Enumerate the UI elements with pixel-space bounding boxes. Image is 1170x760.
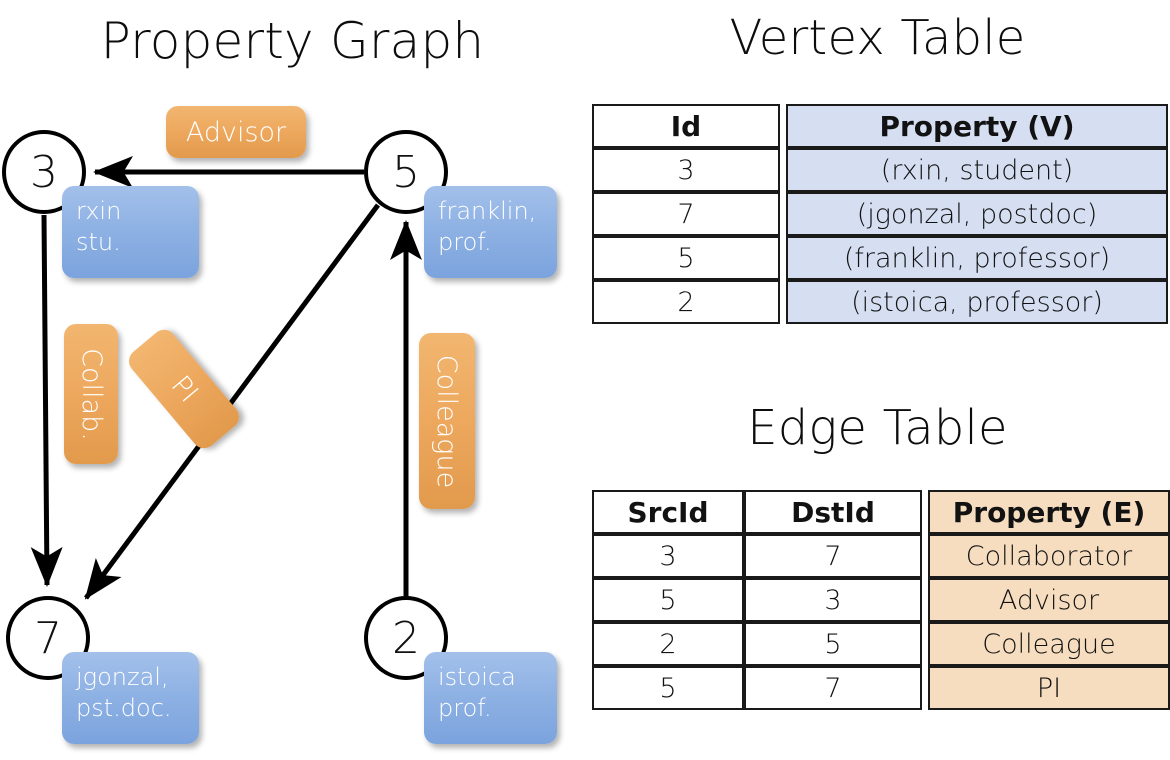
edge-line-collab: [30, 214, 63, 587]
graph-node-5-label: 5: [392, 146, 420, 198]
edge-table-header-row: SrcId DstId Property (E): [592, 490, 1170, 534]
node-property-rxin-line1: rxin: [76, 197, 122, 225]
vertex-table-header-row: Id Property (V): [592, 104, 1168, 148]
vertex-table-row[interactable]: 3 (rxin, student): [592, 148, 1168, 192]
edge-table-cell-property: Advisor: [928, 578, 1170, 622]
node-property-box-franklin[interactable]: franklin, prof.: [424, 186, 557, 278]
edge-table-cell-srcid: 5: [592, 578, 744, 622]
edge-table-row[interactable]: 5 3 Advisor: [592, 578, 1170, 622]
vertex-table-cell-property: (jgonzal, postdoc): [786, 192, 1168, 236]
edge-table-cell-dstid: 5: [744, 622, 922, 666]
edge-label-colleague: Colleague: [431, 354, 463, 488]
node-property-jgonzal-line1: jgonzal,: [76, 663, 169, 691]
node-property-franklin-line1: franklin,: [438, 197, 537, 225]
page-title-property-graph: Property Graph: [100, 12, 485, 70]
vertex-table-cell-id: 2: [592, 280, 780, 324]
edge-table-cell-property: PI: [928, 666, 1170, 710]
node-property-istoica-line2: prof.: [438, 693, 492, 722]
graph-node-2[interactable]: 2: [364, 596, 448, 680]
node-property-jgonzal-line2: pst.doc.: [76, 693, 172, 722]
vertex-table-header-id: Id: [592, 104, 780, 148]
edge-table-header-srcid: SrcId: [592, 490, 744, 534]
property-graph-diagram: 3 5 7 2 rxin stu. franklin, prof. jgonza…: [2, 106, 557, 744]
vertex-table-header-property: Property (V): [786, 104, 1168, 148]
edge-table-cell-property: Colleague: [928, 622, 1170, 666]
vertex-table-row[interactable]: 7 (jgonzal, postdoc): [592, 192, 1168, 236]
node-property-box-istoica[interactable]: istoica prof.: [424, 652, 557, 744]
graph-node-2-label: 2: [392, 612, 420, 664]
edge-label-advisor: Advisor: [185, 116, 287, 148]
vertex-table-cell-property: (rxin, student): [786, 148, 1168, 192]
edge-label-box-collab[interactable]: Collab.: [64, 324, 118, 464]
node-property-box-rxin[interactable]: rxin stu.: [62, 186, 199, 278]
edge-table: SrcId DstId Property (E) 3 7 Collaborato…: [592, 490, 1170, 710]
vertex-table-cell-id: 5: [592, 236, 780, 280]
edge-table-header-dstid: DstId: [744, 490, 922, 534]
vertex-table-cell-id: 3: [592, 148, 780, 192]
edge-table-row[interactable]: 2 5 Colleague: [592, 622, 1170, 666]
vertex-table-cell-id: 7: [592, 192, 780, 236]
node-property-box-jgonzal[interactable]: jgonzal, pst.doc.: [62, 652, 199, 744]
page-title-edge-table: Edge Table: [747, 400, 1008, 456]
node-property-rxin-line2: stu.: [76, 227, 121, 256]
vertex-table-cell-property: (istoica, professor): [786, 280, 1168, 324]
edge-label-collab: Collab.: [75, 347, 107, 441]
edge-table-cell-dstid: 7: [744, 534, 922, 578]
edge-label-box-advisor[interactable]: Advisor: [166, 106, 306, 158]
edge-line-pi: [83, 203, 381, 600]
edge-table-cell-srcid: 2: [592, 622, 744, 666]
edge-table-cell-srcid: 3: [592, 534, 744, 578]
edge-label-pi: PI: [164, 369, 204, 409]
edge-table-cell-dstid: 7: [744, 666, 922, 710]
page-title-vertex-table: Vertex Table: [729, 10, 1026, 66]
node-property-franklin-line2: prof.: [438, 227, 492, 256]
vertex-table-cell-property: (franklin, professor): [786, 236, 1168, 280]
edge-table-cell-dstid: 3: [744, 578, 922, 622]
edge-table-header-property: Property (E): [928, 490, 1170, 534]
edge-table-row[interactable]: 5 7 PI: [592, 666, 1170, 710]
graph-edges-svg: [30, 156, 422, 600]
vertex-table-row[interactable]: 2 (istoica, professor): [592, 280, 1168, 324]
vertex-table: Id Property (V) 3 (rxin, student) 7 (jgo…: [592, 104, 1168, 324]
vertex-table-row[interactable]: 5 (franklin, professor): [592, 236, 1168, 280]
edge-table-cell-property: Collaborator: [928, 534, 1170, 578]
edge-table-cell-srcid: 5: [592, 666, 744, 710]
edge-table-row[interactable]: 3 7 Collaborator: [592, 534, 1170, 578]
graph-node-7-label: 7: [34, 612, 62, 664]
graph-node-5[interactable]: 5: [364, 130, 448, 214]
graph-node-3-label: 3: [30, 146, 58, 198]
edge-label-box-colleague[interactable]: Colleague: [419, 333, 475, 509]
node-property-istoica-line1: istoica: [438, 663, 516, 691]
